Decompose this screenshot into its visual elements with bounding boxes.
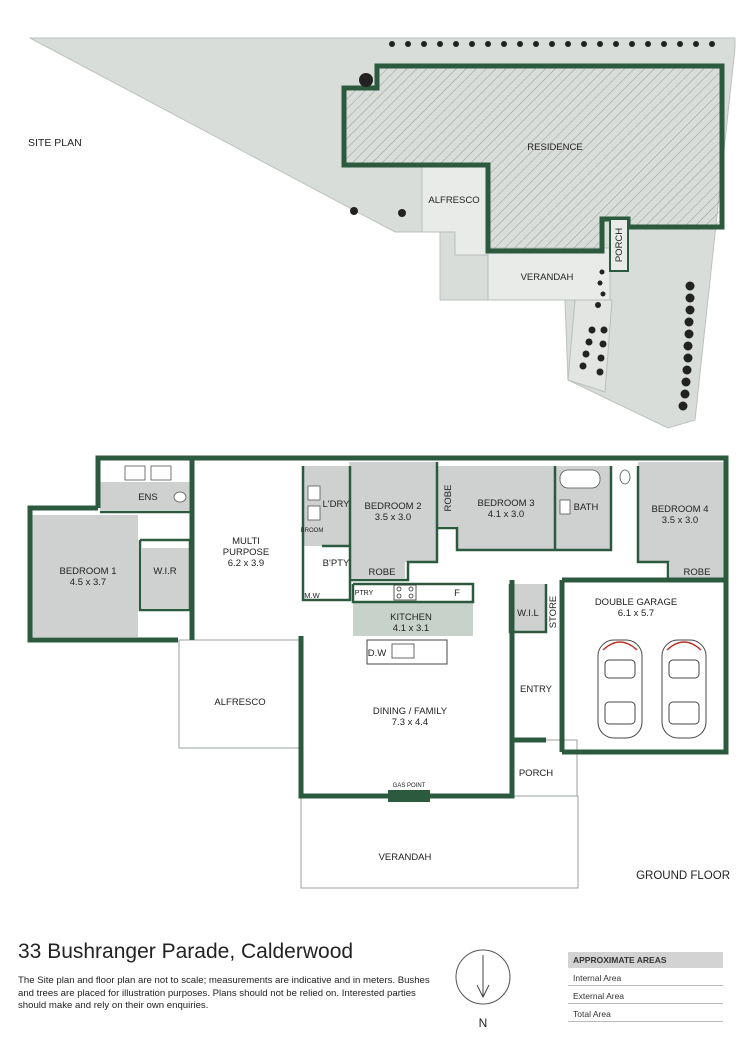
wil-room bbox=[510, 584, 546, 632]
wil-label: W.I.L bbox=[517, 608, 539, 619]
areas-heading: APPROXIMATE AREAS bbox=[568, 952, 723, 968]
kitchen-bench bbox=[351, 582, 475, 604]
residence-label: RESIDENCE bbox=[527, 142, 582, 153]
fixtures bbox=[124, 465, 631, 521]
bedroom4-name: BEDROOM 4 bbox=[651, 504, 708, 515]
disclaimer-text: The Site plan and floor plan are not to … bbox=[18, 975, 430, 1011]
ens-label: ENS bbox=[138, 492, 158, 503]
alfresco-area bbox=[178, 639, 302, 749]
gas-label: GAS POINT bbox=[393, 783, 426, 789]
entry-label: ENTRY bbox=[520, 684, 553, 695]
kitchen-name: KITCHEN bbox=[390, 612, 432, 623]
bedroom1-room bbox=[30, 515, 138, 637]
site-verandah-label: VERANDAH bbox=[521, 272, 574, 283]
dining-name: DINING / FAMILY bbox=[373, 706, 448, 717]
bath-label: BATH bbox=[574, 502, 599, 513]
wil-wall bbox=[508, 584, 548, 634]
north-compass: N bbox=[455, 949, 511, 1030]
store-label: STORE bbox=[548, 596, 559, 629]
trees bbox=[350, 73, 695, 411]
site-alfresco-label: ALFRESCO bbox=[428, 195, 479, 206]
compass-label: N bbox=[479, 1016, 488, 1030]
car-highlight bbox=[602, 641, 702, 651]
site-porch-label: PORCH bbox=[614, 228, 625, 262]
robe2-label: ROBE bbox=[369, 567, 396, 578]
robe3-label: ROBE bbox=[443, 485, 454, 512]
robe2-room bbox=[349, 562, 405, 578]
bed3-wall bbox=[437, 466, 613, 552]
porch-label: PORCH bbox=[519, 768, 553, 779]
bedroom3-room bbox=[457, 466, 555, 550]
wir-wall bbox=[138, 538, 192, 612]
kitchen-room bbox=[353, 602, 473, 636]
island-sink bbox=[391, 643, 415, 659]
areas-row-external: External Area bbox=[568, 986, 723, 1004]
bpty-label: B'PTY bbox=[323, 558, 350, 569]
bedroom3-name: BEDROOM 3 bbox=[477, 498, 534, 509]
bed4-wall bbox=[636, 466, 670, 580]
bedroom2-name: BEDROOM 2 bbox=[364, 501, 421, 512]
garage-size: 6.1 x 5.7 bbox=[618, 608, 654, 619]
verandah-area bbox=[300, 795, 579, 889]
car-left bbox=[597, 639, 643, 739]
multi-name1: MULTI bbox=[232, 536, 260, 547]
alfresco-label: ALFRESCO bbox=[214, 697, 265, 708]
wir-label: W.I.R bbox=[153, 566, 176, 577]
robe4-room bbox=[670, 562, 726, 578]
ptry-label: PTRY bbox=[355, 590, 374, 597]
floor-plan: ENS BEDROOM 1 4.5 x 3.7 W.I.R MULTI PURP… bbox=[27, 455, 730, 889]
outer-wall-west bbox=[27, 505, 178, 643]
areas-row-total: Total Area bbox=[568, 1004, 723, 1022]
bedroom2-room bbox=[349, 462, 437, 562]
areas-table: APPROXIMATE AREAS Internal Area External… bbox=[568, 952, 723, 1022]
dining-size: 7.3 x 4.4 bbox=[392, 717, 428, 728]
mw-label: M.W bbox=[304, 591, 320, 600]
alfresco-pad bbox=[421, 164, 489, 256]
garage-name: DOUBLE GARAGE bbox=[595, 597, 677, 608]
kitchen-size: 4.1 x 3.1 bbox=[393, 623, 429, 634]
entry-wall bbox=[509, 580, 546, 743]
fireplace bbox=[388, 790, 430, 802]
robe3-room bbox=[437, 466, 457, 526]
bedroom3-size: 4.1 x 3.0 bbox=[488, 509, 524, 520]
ldry-wall bbox=[301, 466, 352, 602]
areas-row-internal: Internal Area bbox=[568, 968, 723, 986]
porch-area bbox=[512, 739, 578, 797]
ground-floor-label: GROUND FLOOR bbox=[636, 870, 730, 882]
compass-arrow-icon bbox=[476, 955, 490, 999]
address-title: 33 Bushranger Parade, Calderwood bbox=[18, 940, 354, 963]
porch-pad bbox=[609, 218, 629, 272]
multi-name2: PURPOSE bbox=[223, 547, 269, 558]
car-right bbox=[661, 639, 707, 739]
multi-size: 6.2 x 3.9 bbox=[228, 558, 264, 569]
site-plan: SITE PLAN RESIDENCE ALFRESCO VERANDAH PO… bbox=[28, 37, 736, 429]
bedroom4-size: 3.5 x 3.0 bbox=[662, 515, 698, 526]
outer-wall-north bbox=[95, 455, 729, 755]
cooktop bbox=[393, 584, 417, 601]
shrub-row bbox=[389, 41, 715, 47]
dw-label: D.W bbox=[368, 648, 387, 659]
bedroom2-size: 3.5 x 3.0 bbox=[375, 512, 411, 523]
bedroom1-size: 4.5 x 3.7 bbox=[70, 577, 106, 588]
bedroom1-name: BEDROOM 1 bbox=[59, 566, 116, 577]
robe4-label: ROBE bbox=[684, 567, 711, 578]
verandah-label: VERANDAH bbox=[379, 852, 432, 863]
site-plan-label: SITE PLAN bbox=[28, 137, 82, 149]
broom-label: BROOM bbox=[301, 528, 324, 534]
ldry-label: L'DRY bbox=[323, 499, 351, 510]
wir-room bbox=[142, 548, 190, 608]
fridge-label: F bbox=[454, 588, 460, 599]
bedroom4-room bbox=[638, 462, 726, 562]
